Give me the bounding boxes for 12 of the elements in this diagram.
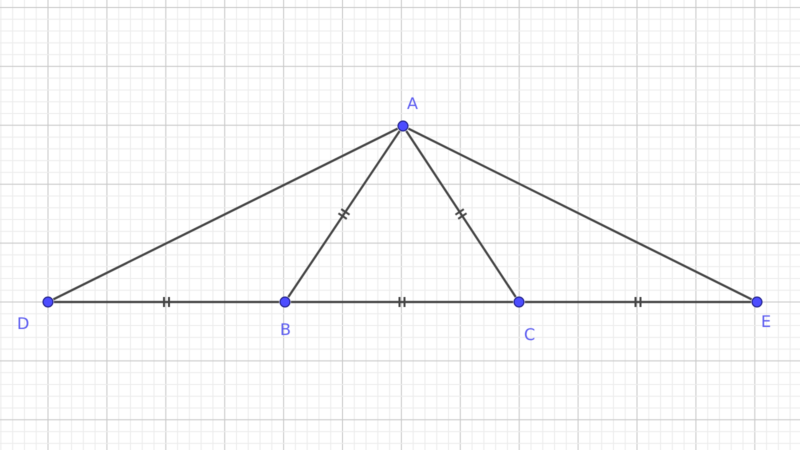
point-label: A xyxy=(407,96,418,112)
point-label: B xyxy=(280,322,291,338)
line-segment xyxy=(525,300,751,304)
line-segment xyxy=(52,128,398,300)
line-segment xyxy=(408,128,752,300)
point-label: D xyxy=(17,316,30,332)
point-label: E xyxy=(761,314,772,330)
line-segment xyxy=(287,130,401,298)
line-segment xyxy=(54,300,279,304)
point-label: C xyxy=(524,327,536,343)
line-segment xyxy=(405,130,517,298)
line-segment xyxy=(291,300,513,304)
